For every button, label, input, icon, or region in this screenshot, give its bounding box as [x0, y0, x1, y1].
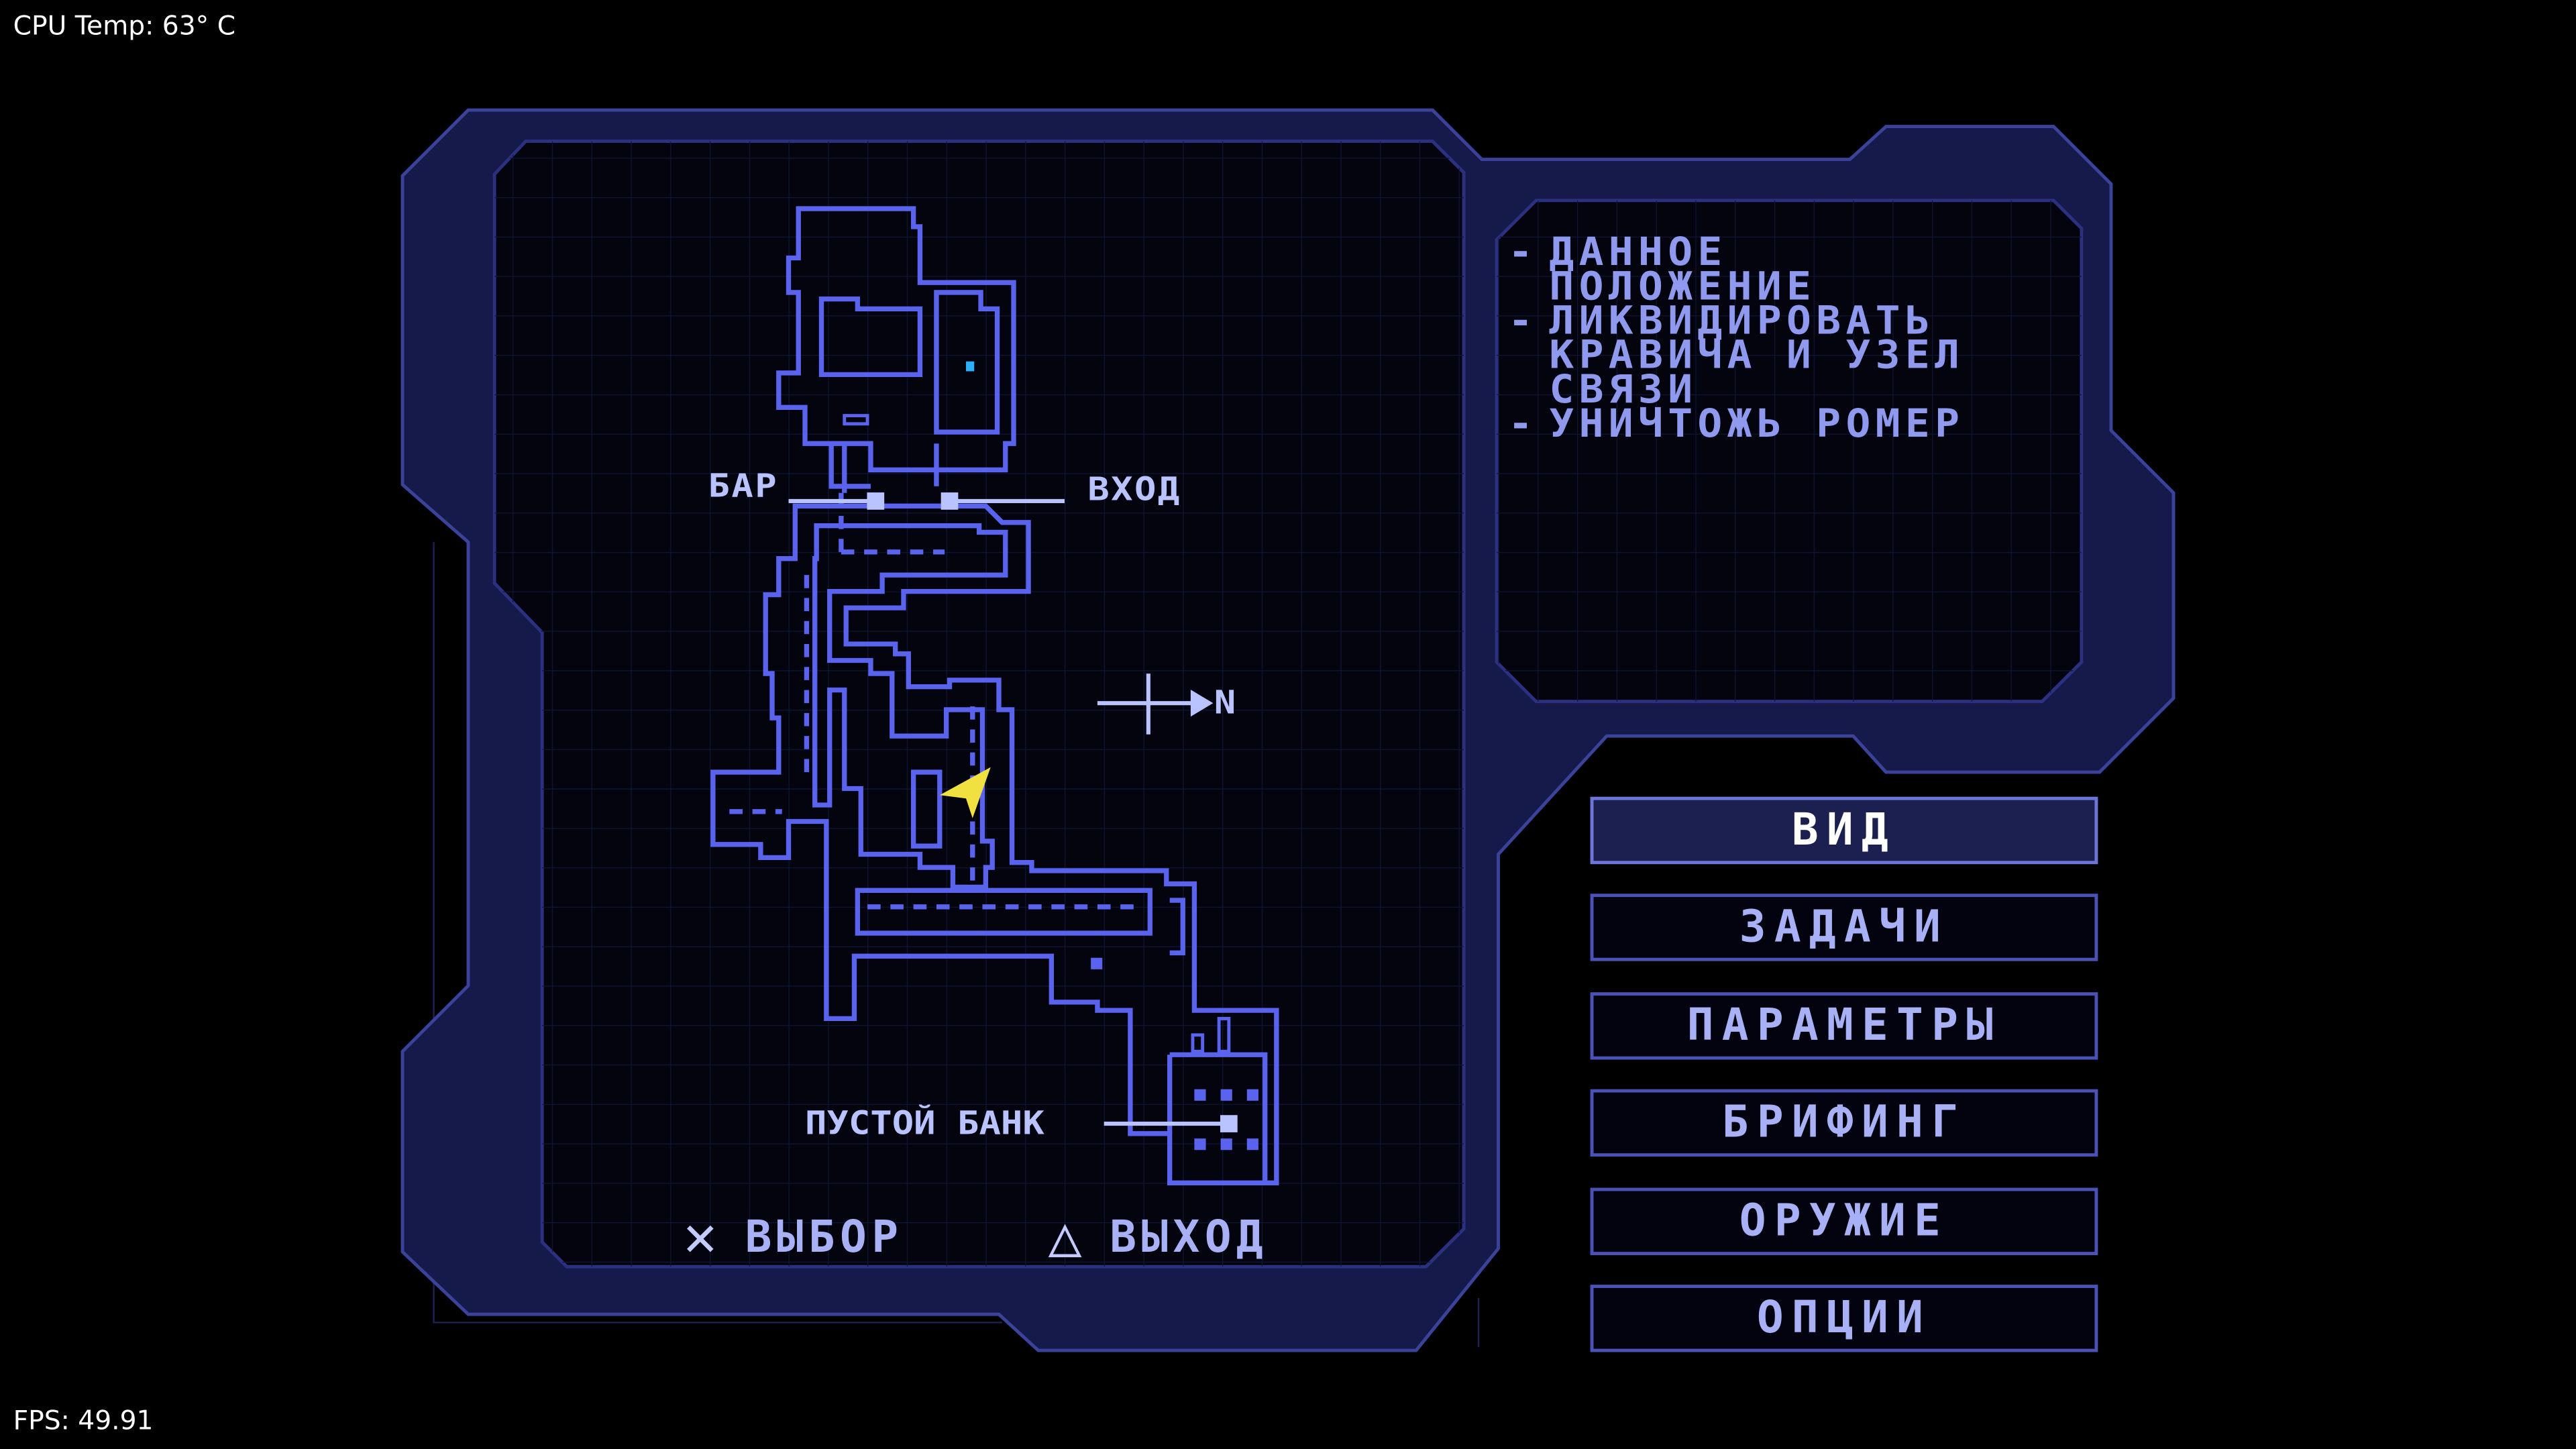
- map-label-entrance: ВХОД: [1087, 472, 1181, 509]
- menu-button-objectives[interactable]: ЗАДАЧИ: [1590, 894, 2098, 962]
- compass-icon: [1097, 674, 1214, 735]
- objective-item: - УНИЧТОЖЬ РОМЕР: [1508, 400, 1965, 447]
- menu-button-briefing[interactable]: БРИФИНГ: [1590, 1089, 2098, 1157]
- player-marker-icon: [939, 767, 991, 818]
- objectives-list: - ДАННОЕ ПОЛОЖЕНИЕ - ЛИКВИДИРОВАТЬ КРАВИ…: [1508, 229, 2067, 447]
- fps-counter: FPS: 49.91: [13, 1404, 154, 1436]
- menu-button-parameters[interactable]: ПАРАМЕТРЫ: [1590, 991, 2098, 1060]
- menu-button-view[interactable]: ВИД: [1590, 796, 2098, 865]
- triangle-button-icon: △: [1048, 1204, 1087, 1271]
- menu-button-options[interactable]: ОПЦИИ: [1590, 1284, 2098, 1352]
- hint-select: ✕ ВЫБОР: [684, 1204, 904, 1270]
- map-label-bar: БАР: [708, 468, 779, 506]
- compass-north-label: N: [1214, 685, 1238, 722]
- objective-item: - ДАННОЕ ПОЛОЖЕНИЕ: [1508, 229, 1817, 309]
- menu-button-weapons[interactable]: ОРУЖИЕ: [1590, 1187, 2098, 1254]
- pause-menu: ВИД ЗАДАЧИ ПАРАМЕТРЫ БРИФИНГ ОРУЖИЕ ОПЦИ…: [1590, 796, 2098, 1383]
- background-guide-lines: [433, 542, 1480, 1348]
- cross-button-icon: ✕: [683, 1204, 722, 1271]
- cpu-temp-readout: CPU Temp: 63° C: [13, 9, 236, 42]
- hint-select-label: ВЫБОР: [745, 1212, 904, 1263]
- hint-exit-label: ВЫХОД: [1110, 1212, 1269, 1263]
- hint-exit: △ ВЫХОД: [1048, 1204, 1268, 1270]
- map-label-pointers: [788, 492, 1238, 1132]
- facility-map: [710, 206, 1279, 1185]
- objective-item: - ЛИКВИДИРОВАТЬ КРАВИЧА И УЗЕЛ СВЯЗИ: [1508, 298, 1965, 412]
- map-room-markers: [966, 361, 1258, 1150]
- map-label-empty-bank: ПУСТОЙ БАНК: [805, 1106, 1044, 1143]
